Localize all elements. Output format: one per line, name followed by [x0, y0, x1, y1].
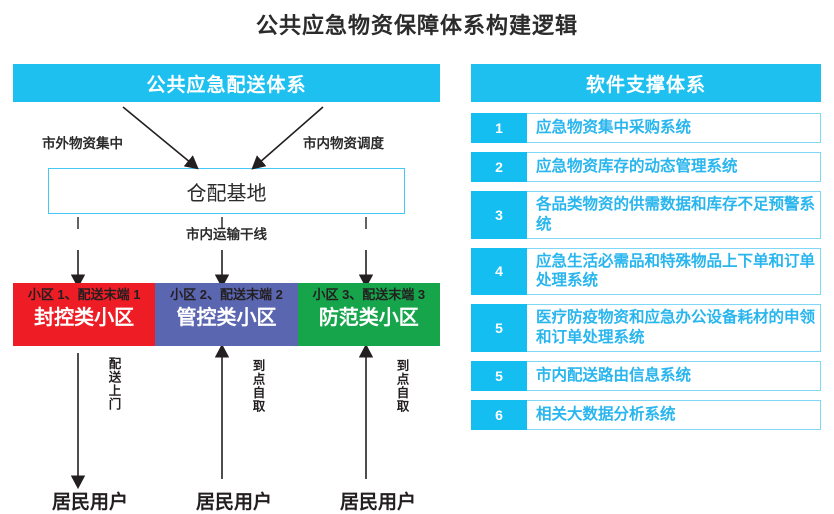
- list-item-label: 各品类物资的供需数据和库存不足预警系统: [527, 191, 821, 239]
- list-item[interactable]: 4 应急生活必需品和特殊物品上下单和订单处理系统: [471, 247, 821, 296]
- community-block-1-subtitle: 小区 1、配送末端 1: [27, 287, 141, 302]
- community-block-1: 小区 1、配送末端 1 封控类小区: [13, 283, 156, 346]
- community-block-3-subtitle: 小区 3、配送末端 3: [312, 287, 426, 302]
- diagram-canvas: 公共应急物资保障体系构建逻辑 公共应急配送体系 市外物资集中 市内物资调度 仓配…: [13, 13, 821, 513]
- list-item-number: 5: [471, 360, 527, 391]
- community-block-3-title: 防范类小区: [318, 306, 419, 329]
- community-block-2: 小区 2、配送末端 2 管控类小区: [155, 283, 298, 346]
- list-item-label: 应急生活必需品和特殊物品上下单和订单处理系统: [527, 247, 821, 296]
- resident-user-3: 居民用户: [339, 492, 416, 513]
- delivery-mode-label-2: 到点自取: [250, 359, 265, 413]
- list-item-label: 市内配送路由信息系统: [527, 360, 821, 391]
- list-item[interactable]: 2 应急物资库存的动态管理系统: [471, 152, 821, 182]
- software-system-list: 1 应急物资集中采购系统 2 应急物资库存的动态管理系统 3 各品类物资的供需数…: [471, 113, 821, 430]
- list-item-number: 4: [471, 247, 527, 296]
- left-panel-arrows: [70, 106, 374, 490]
- list-item-number: 3: [471, 191, 527, 239]
- warehouse-hub-box: 仓配基地: [48, 168, 405, 214]
- list-item-label: 应急物资集中采购系统: [527, 113, 821, 143]
- arrow-external-to-hub: [122, 106, 199, 170]
- page-title: 公共应急物资保障体系构建逻辑: [255, 13, 578, 38]
- list-item-number: 5: [471, 304, 527, 352]
- list-item-label: 相关大数据分析系统: [527, 399, 821, 430]
- right-panel-header: 软件支撑体系: [471, 64, 821, 102]
- resident-user-1: 居民用户: [51, 492, 128, 513]
- trunk-route-label: 市内运输干线: [186, 227, 267, 242]
- community-blocks-row: 小区 1、配送末端 1 封控类小区 小区 2、配送末端 2 管控类小区 小区 3…: [13, 283, 440, 346]
- list-item[interactable]: 1 应急物资集中采购系统: [471, 113, 821, 143]
- community-block-3: 小区 3、配送末端 3 防范类小区: [297, 283, 440, 346]
- list-item[interactable]: 3 各品类物资的供需数据和库存不足预警系统: [471, 191, 821, 239]
- resident-user-2: 居民用户: [195, 492, 272, 513]
- list-item-label: 医疗防疫物资和应急办公设备耗材的申领和订单处理系统: [527, 304, 821, 352]
- community-block-2-title: 管控类小区: [176, 306, 277, 329]
- list-item-number: 6: [471, 399, 527, 430]
- list-item-number: 1: [471, 113, 527, 143]
- list-item-number: 2: [471, 152, 527, 182]
- list-item[interactable]: 5 市内配送路由信息系统: [471, 360, 821, 391]
- list-item-label: 应急物资库存的动态管理系统: [527, 152, 821, 182]
- delivery-mode-label-1: 配送上门: [106, 357, 121, 411]
- inflow-label-internal: 市内物资调度: [303, 136, 384, 151]
- left-panel-header: 公共应急配送体系: [13, 64, 440, 102]
- arrow-internal-to-hub: [251, 106, 324, 170]
- public-emergency-distribution-panel: 公共应急配送体系 市外物资集中 市内物资调度 仓配基地 市内运输干线: [13, 64, 440, 513]
- delivery-mode-label-3: 到点自取: [394, 359, 409, 413]
- software-support-panel: 软件支撑体系 1 应急物资集中采购系统 2 应急物资库存的动态管理系统 3 各品…: [471, 64, 821, 439]
- community-block-1-title: 封控类小区: [34, 306, 135, 329]
- inflow-label-external: 市外物资集中: [42, 136, 123, 151]
- list-item[interactable]: 6 相关大数据分析系统: [471, 399, 821, 430]
- community-block-2-subtitle: 小区 2、配送末端 2: [170, 287, 283, 302]
- list-item[interactable]: 5 医疗防疫物资和应急办公设备耗材的申领和订单处理系统: [471, 304, 821, 352]
